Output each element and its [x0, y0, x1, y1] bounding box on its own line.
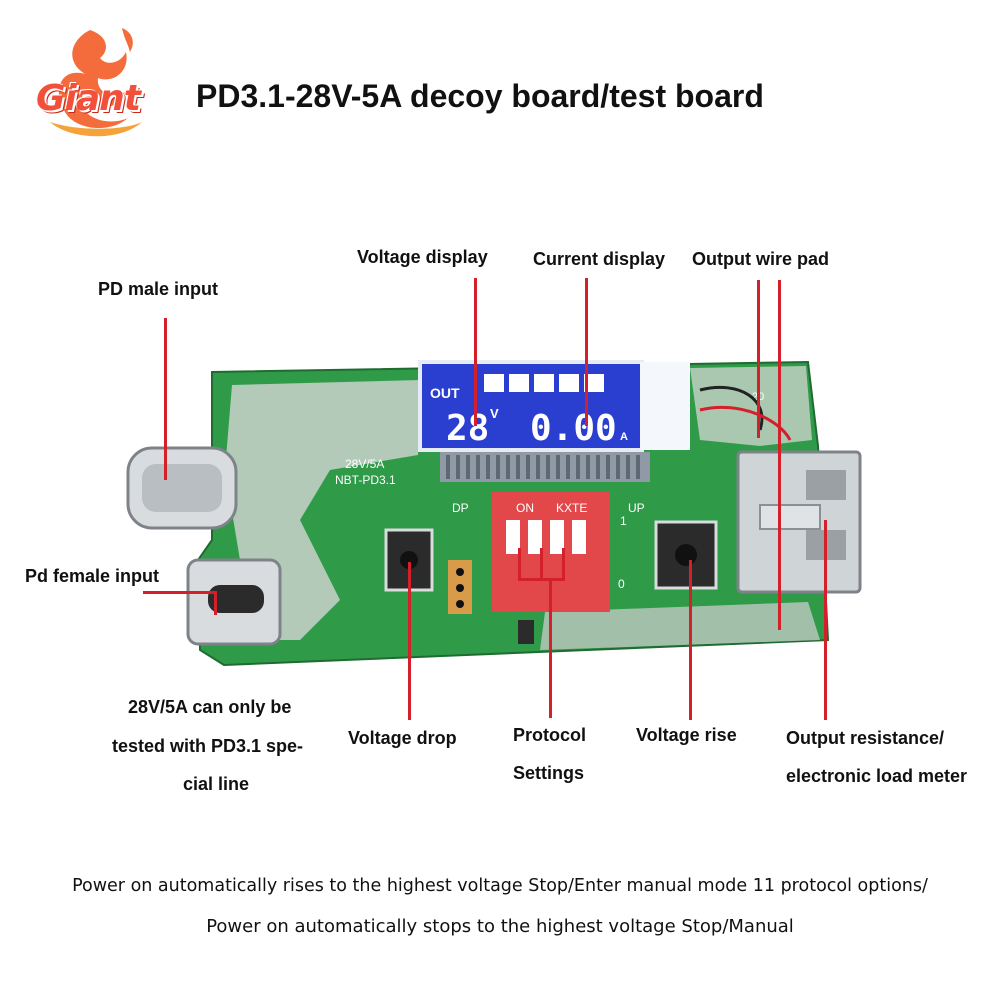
silk-on: ON	[516, 501, 534, 515]
silk-dp: DP	[452, 501, 469, 515]
silk-model-line1: 28V/5A	[345, 457, 384, 471]
silk-model-line2: NBT-PD3.1	[335, 473, 396, 487]
caption-line2: Power on automatically stops to the high…	[206, 916, 794, 937]
silk-1: 1	[620, 514, 627, 528]
label-voltage-display: Voltage display	[357, 247, 488, 267]
logo-text: Giant	[36, 78, 141, 119]
pointer-pd-female-input-h	[143, 591, 215, 594]
lcd-voltage-value: 28	[446, 408, 489, 449]
lcd-voltage-unit: V	[490, 406, 499, 421]
logo-swirl-icon	[50, 28, 142, 137]
label-output-resistance-line2: electronic load meter	[786, 766, 968, 786]
label-output-wire-pad: Output wire pad	[692, 249, 829, 269]
lcd-current-unit: A	[620, 431, 628, 443]
silk-kxte: KXTE	[556, 501, 587, 515]
pointer-protocol-settings-h	[518, 578, 565, 581]
label-note-line2: tested with PD3.1 spe-	[112, 736, 304, 756]
pointer-voltage-drop	[408, 562, 411, 720]
pointer-protocol-settings-3	[562, 548, 565, 580]
caption-line1: Power on automatically rises to the high…	[72, 876, 928, 896]
lcd-display	[418, 360, 644, 452]
pointer-current-display	[585, 278, 588, 426]
page-title: PD3.1-28V-5A decoy board/test board	[196, 78, 764, 114]
label-output-resistance-line1: Output resistance/	[786, 728, 945, 748]
pointer-pd-male-input	[164, 318, 167, 480]
silk-up: UP	[628, 501, 645, 515]
pointer-protocol-settings-1	[518, 548, 521, 580]
lcd-out-label: OUT	[430, 385, 460, 401]
pointer-output-resistance	[824, 520, 827, 720]
brand-logo	[30, 22, 160, 147]
label-voltage-drop: Voltage drop	[348, 728, 457, 748]
label-note-line3: cial line	[183, 774, 250, 794]
label-protocol-line2: Settings	[513, 763, 585, 783]
label-protocol-line1: Protocol	[513, 725, 587, 745]
lcd-current-value: 0.00	[530, 408, 617, 449]
label-pd-female-input: Pd female input	[25, 566, 160, 586]
label-pd-male-input: PD male input	[98, 279, 219, 299]
label-voltage-rise: Voltage rise	[636, 725, 737, 745]
label-note-line1: 28V/5A can only be	[128, 697, 292, 717]
pointer-output-wire-pad-2	[778, 280, 781, 630]
silk-0: 0	[618, 577, 625, 591]
pointer-output-wire-pad-1	[757, 280, 760, 438]
pointer-pd-female-input-v	[214, 591, 217, 615]
pointer-protocol-settings-v	[549, 578, 552, 718]
pointer-voltage-rise	[689, 560, 692, 720]
pointer-protocol-settings-2	[540, 548, 543, 580]
label-current-display: Current display	[533, 249, 666, 269]
pointer-voltage-display	[474, 278, 477, 426]
